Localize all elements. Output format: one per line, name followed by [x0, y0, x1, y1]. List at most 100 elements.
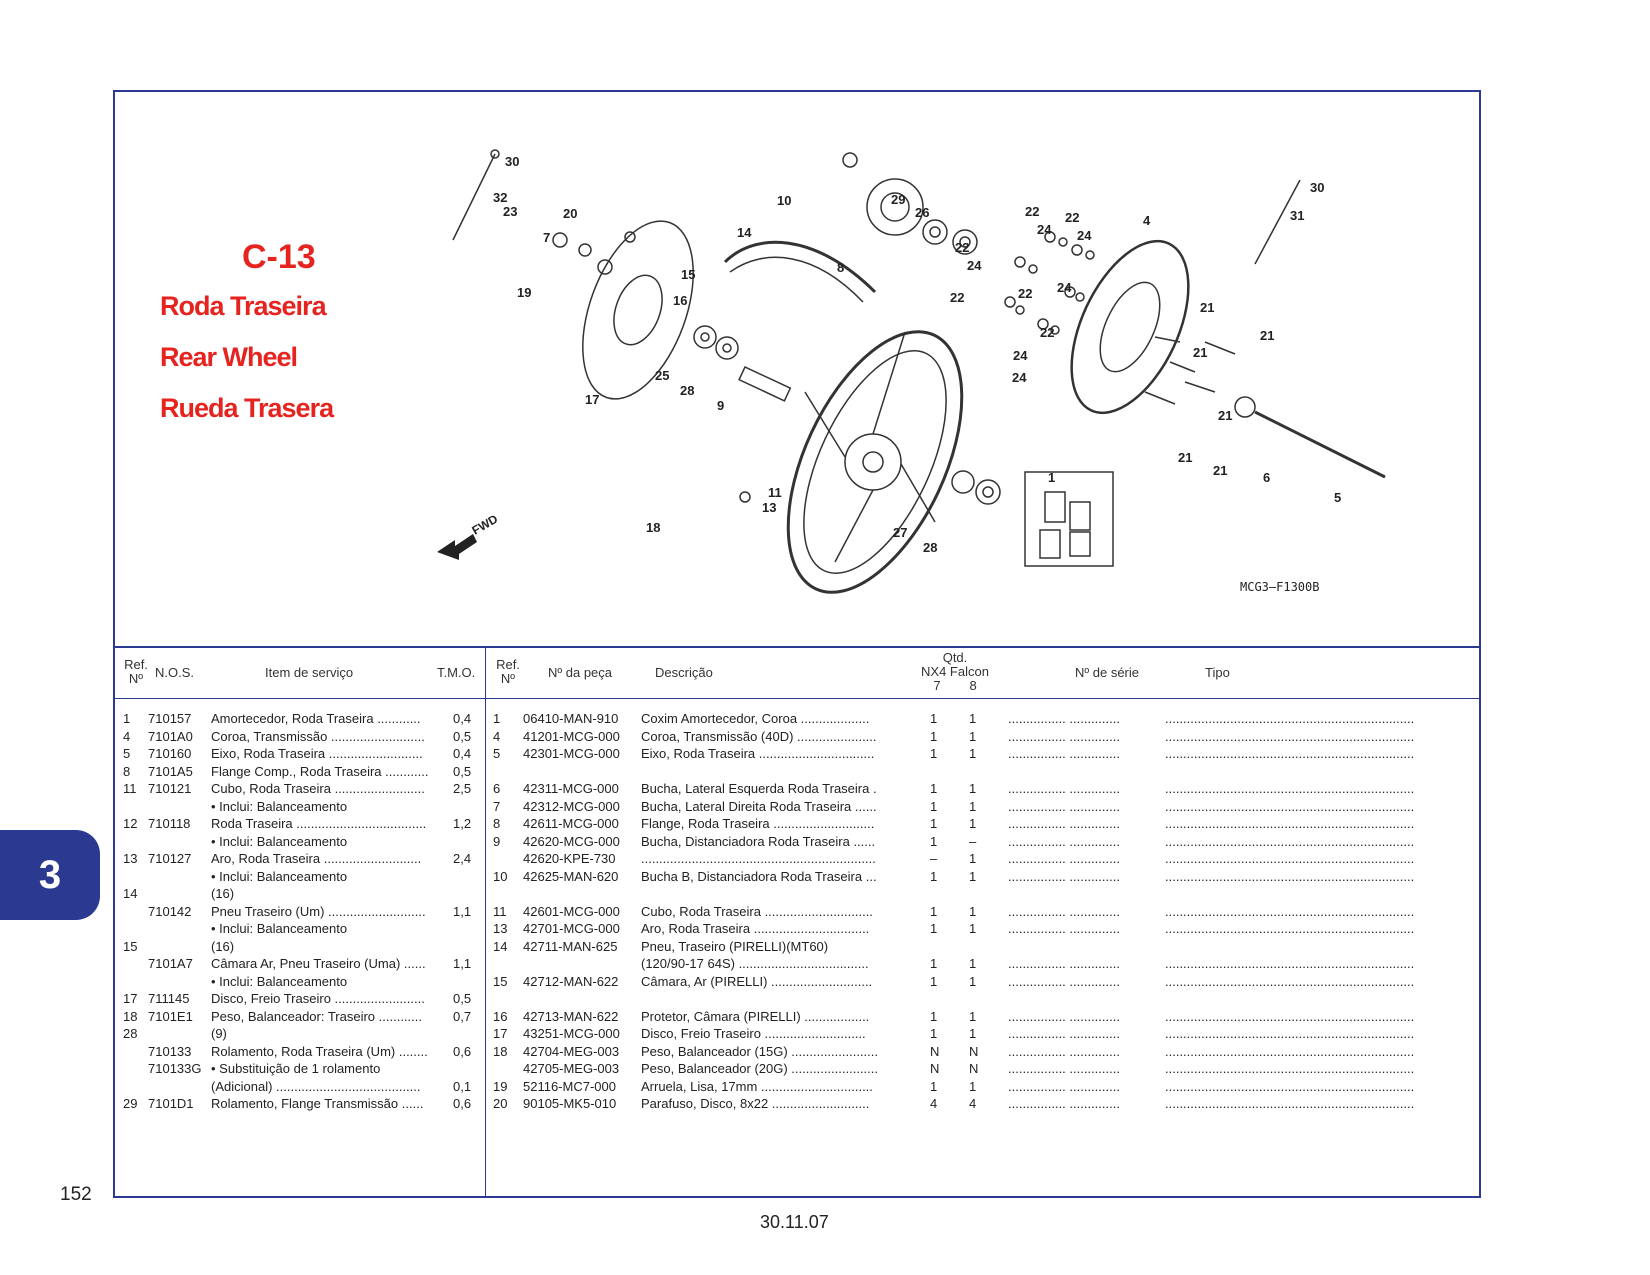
- section-title-en: Rear Wheel: [160, 342, 298, 372]
- left-header-nos: N.O.S.: [155, 665, 195, 680]
- svg-text:21: 21: [1218, 408, 1232, 423]
- row-nos: 710142: [148, 903, 192, 919]
- row-description: Bucha, Lateral Direita Roda Traseira ...…: [641, 798, 877, 814]
- row-tipo: ........................................…: [1165, 711, 1415, 726]
- row-tmo: 0,5: [453, 728, 472, 744]
- row-qty-7: 1: [930, 973, 938, 989]
- row-item: Eixo, Roda Traseira ....................…: [211, 746, 423, 761]
- svg-text:11: 11: [768, 485, 782, 500]
- row-qty-8: 1: [969, 781, 977, 796]
- row-ref: 7: [493, 798, 501, 814]
- row-ref: 11: [123, 781, 137, 796]
- table-row: 42620-KPE-730...........................…: [493, 850, 1473, 868]
- row-item: Flange Comp., Roda Traseira ............: [211, 763, 429, 779]
- row-qty-7: 1: [930, 816, 938, 831]
- row-nos: 710133: [148, 1043, 192, 1059]
- row-serial: ................ ..............: [1008, 1096, 1120, 1111]
- page-number: 152: [60, 1184, 92, 1205]
- row-qty-7: 1: [930, 1078, 938, 1094]
- row-item: Peso, Balanceador: Traseiro ............: [211, 1008, 422, 1024]
- row-ref: 1: [493, 711, 501, 726]
- svg-text:22: 22: [955, 240, 969, 255]
- row-ref: 4: [493, 728, 501, 744]
- row-tipo: ........................................…: [1165, 1096, 1415, 1111]
- row-ref: 14: [493, 938, 508, 954]
- svg-text:32: 32: [493, 190, 507, 205]
- row-part-number: 42611-MCG-000: [523, 816, 619, 831]
- svg-text:22: 22: [1065, 210, 1079, 225]
- row-nos: 710118: [148, 816, 191, 831]
- svg-text:30: 30: [505, 154, 519, 169]
- row-ref: 16: [493, 1008, 508, 1024]
- section-title-es: Rueda Trasera: [160, 393, 334, 423]
- table-row: 15(16): [123, 938, 475, 956]
- svg-text:4: 4: [1143, 213, 1151, 228]
- row-item: • Substituição de 1 rolamento: [211, 1061, 381, 1076]
- row-tmo: 2,4: [453, 851, 472, 866]
- parts-illustration: FWD 30 32 23 20 7 19 17 14 15 16 10 8 29…: [437, 149, 1386, 594]
- row-description: Peso, Balanceador (20G) ................…: [641, 1061, 878, 1076]
- row-ref: 5: [493, 746, 501, 761]
- fwd-arrow-icon: [437, 534, 477, 560]
- svg-text:24: 24: [1057, 280, 1072, 295]
- row-nos: 710157: [148, 711, 192, 726]
- row-part-number: 42311-MCG-000: [523, 781, 619, 796]
- row-nos: 7101A7: [148, 956, 193, 971]
- row-part-number: 42712-MAN-622: [523, 973, 619, 989]
- row-qty-7: –: [930, 851, 938, 866]
- row-serial: ................ ..............: [1008, 1008, 1120, 1024]
- row-qty-8: 1: [969, 851, 977, 866]
- row-qty-8: 4: [969, 1096, 977, 1111]
- row-description: Bucha, Distanciadora Roda Traseira .....…: [641, 833, 876, 849]
- row-part-number: 42301-MCG-000: [523, 746, 620, 761]
- row-serial: ................ ..............: [1008, 973, 1120, 989]
- row-tmo: 0,6: [453, 1043, 472, 1059]
- row-qty-7: 1: [930, 728, 938, 744]
- row-item: Câmara Ar, Pneu Traseiro (Uma) ......: [211, 956, 426, 971]
- row-ref: 15: [123, 938, 138, 954]
- row-nos: 710127: [148, 851, 192, 866]
- svg-text:21: 21: [1260, 328, 1274, 343]
- row-ref: 8: [123, 763, 131, 779]
- row-serial: ................ ..............: [1008, 746, 1120, 761]
- svg-text:21: 21: [1200, 300, 1214, 315]
- row-ref: 12: [123, 816, 138, 831]
- row-tmo: 0,4: [453, 711, 472, 726]
- table-row: • Inclui: Balanceamento: [123, 973, 475, 991]
- row-item: • Inclui: Balanceamento: [211, 833, 348, 849]
- row-serial: ................ ..............: [1008, 711, 1120, 726]
- row-qty-7: 1: [930, 1026, 938, 1041]
- row-ref: 4: [123, 728, 131, 744]
- row-qty-8: 1: [969, 921, 977, 936]
- row-qty-7: N: [930, 1043, 940, 1059]
- row-ref: 19: [493, 1078, 508, 1094]
- svg-text:20: 20: [563, 206, 577, 221]
- row-ref: 29: [123, 1096, 138, 1111]
- chapter-tab[interactable]: 3: [0, 830, 100, 920]
- row-ref: 28: [123, 1026, 138, 1041]
- row-item: Rolamento, Flange Transmissão ......: [211, 1096, 424, 1111]
- svg-text:1: 1: [1048, 470, 1055, 485]
- row-tipo: ........................................…: [1165, 816, 1415, 831]
- row-serial: ................ ..............: [1008, 868, 1120, 884]
- table-row: [493, 885, 1473, 903]
- row-tmo: 0,5: [453, 991, 472, 1006]
- row-tipo: ........................................…: [1165, 1026, 1415, 1041]
- row-description: Coxim Amortecedor, Coroa ...............…: [641, 711, 870, 726]
- row-tmo: 0,1: [453, 1078, 472, 1094]
- row-item: Aro, Roda Traseira .....................…: [211, 851, 422, 866]
- row-item: Roda Traseira ..........................…: [211, 816, 427, 831]
- row-tipo: ........................................…: [1165, 903, 1415, 919]
- row-part-number: 42704-MEG-003: [523, 1043, 620, 1059]
- row-qty-7: 1: [930, 903, 938, 919]
- row-serial: ................ ..............: [1008, 781, 1120, 796]
- svg-text:21: 21: [1213, 463, 1227, 478]
- row-nos: 710160: [148, 746, 192, 761]
- row-serial: ................ ..............: [1008, 728, 1120, 744]
- row-tipo: ........................................…: [1165, 921, 1415, 936]
- svg-text:21: 21: [1193, 345, 1207, 360]
- row-description: Arruela, Lisa, 17mm ....................…: [641, 1078, 873, 1094]
- row-item: Cubo, Roda Traseira ....................…: [211, 781, 425, 796]
